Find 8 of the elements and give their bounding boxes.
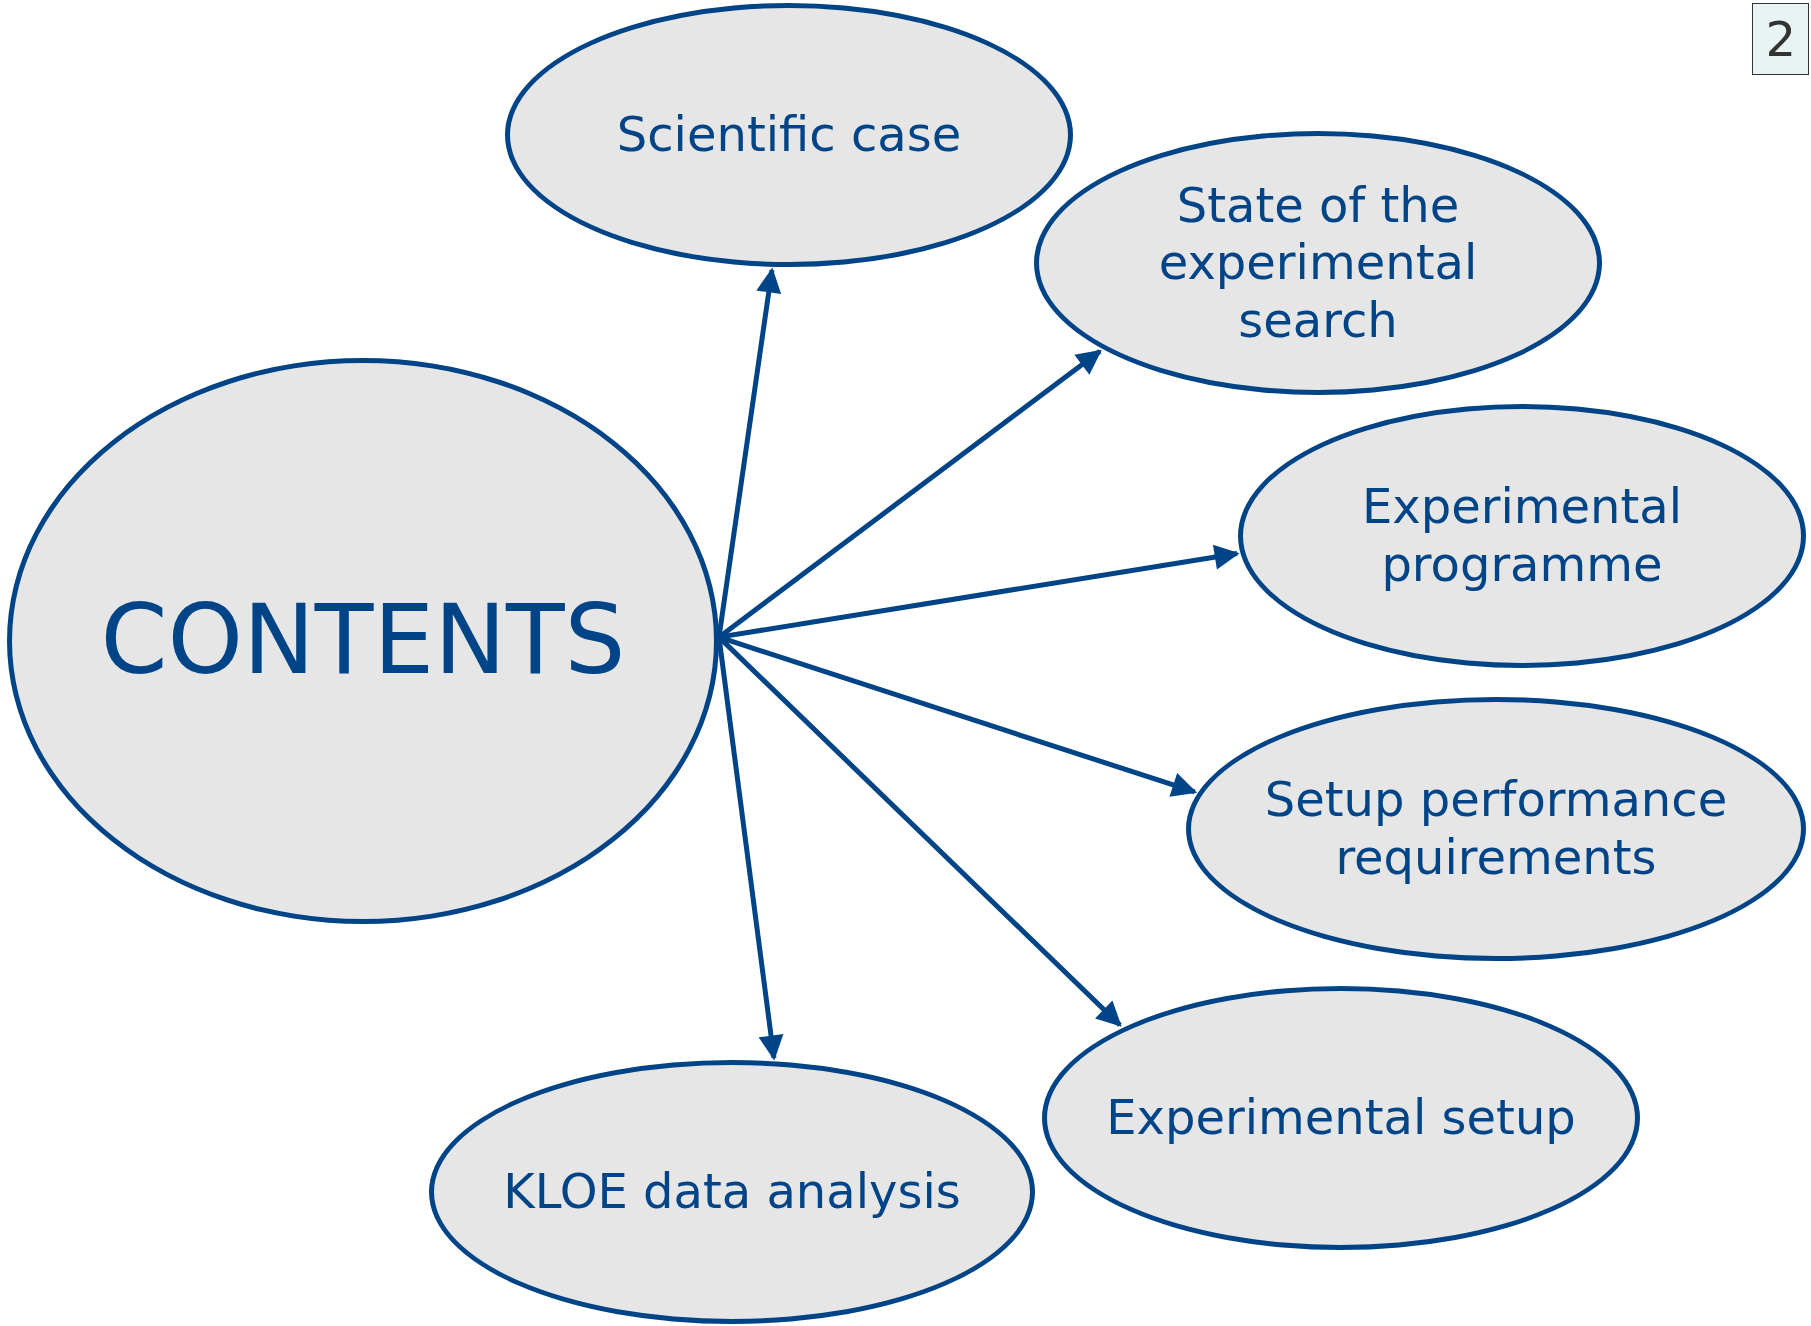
topic-label: Experimental programme: [1360, 478, 1684, 594]
topic-label: Setup performance requirements: [1263, 771, 1729, 887]
topic-label: KLOE data analysis: [502, 1163, 962, 1221]
topic-label: State of the experimental search: [1157, 176, 1479, 350]
page-number: 2: [1752, 3, 1809, 76]
topic-label: Experimental setup: [1105, 1089, 1577, 1147]
topic-label: Scientific case: [615, 106, 963, 164]
topic-label: CONTENTS: [99, 583, 627, 699]
